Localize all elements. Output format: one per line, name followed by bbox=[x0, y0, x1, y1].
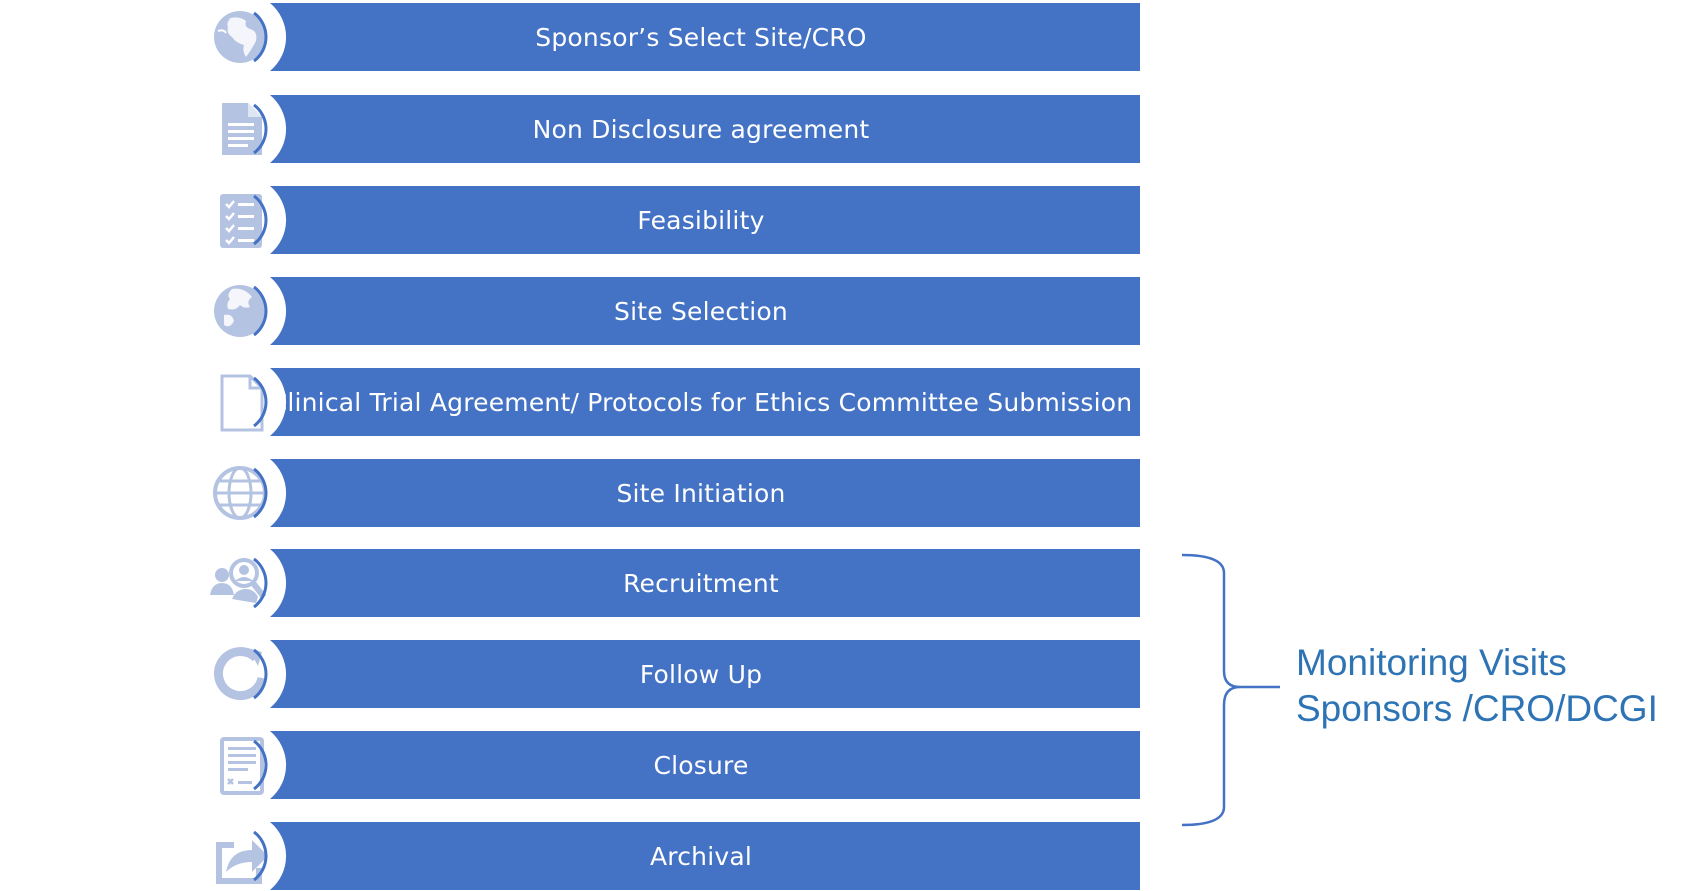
page-icon bbox=[210, 370, 274, 434]
step-row: Site Selection bbox=[210, 277, 1140, 345]
step-label: Recruitment bbox=[623, 568, 779, 598]
monitoring-label: Monitoring Visits Sponsors /CRO/DCGI bbox=[1296, 640, 1658, 732]
step-row: Recruitment bbox=[210, 549, 1140, 617]
step-bar bbox=[262, 277, 1140, 345]
step-bar bbox=[262, 368, 1140, 436]
share-arrow-icon bbox=[210, 824, 274, 888]
globe-grid-icon bbox=[210, 461, 274, 525]
step-bar bbox=[262, 186, 1140, 254]
step-bar bbox=[262, 731, 1140, 799]
step-label: Site Selection bbox=[614, 296, 788, 326]
step-row: Follow Up bbox=[210, 640, 1140, 708]
step-label: Sponsor’s Select Site/CRO bbox=[535, 22, 867, 52]
step-label: Site Initiation bbox=[616, 478, 786, 508]
step-label: Closure bbox=[653, 750, 749, 780]
checklist-icon bbox=[210, 188, 274, 252]
curly-brace bbox=[1181, 553, 1280, 827]
step-bar bbox=[262, 3, 1140, 71]
form-icon bbox=[210, 733, 274, 797]
step-row: Archival bbox=[210, 822, 1140, 890]
document-icon bbox=[210, 97, 274, 161]
globe-asia-icon bbox=[210, 279, 274, 343]
step-label: Non Disclosure agreement bbox=[532, 114, 870, 144]
refresh-icon bbox=[210, 642, 274, 706]
step-row: Feasibility bbox=[210, 186, 1140, 254]
step-row: Closure bbox=[210, 731, 1140, 799]
step-bar bbox=[262, 459, 1140, 527]
people-search-icon bbox=[210, 551, 274, 615]
step-bar bbox=[262, 95, 1140, 163]
globe-africa-icon bbox=[210, 5, 274, 69]
monitoring-line-1: Monitoring Visits bbox=[1296, 642, 1567, 683]
step-label: Follow Up bbox=[639, 659, 763, 689]
step-row: Site Initiation bbox=[210, 459, 1140, 527]
step-label: Feasibility bbox=[637, 205, 765, 235]
step-bar bbox=[262, 549, 1140, 617]
monitoring-line-2: Sponsors /CRO/DCGI bbox=[1296, 688, 1658, 729]
step-row: Sponsor’s Select Site/CRO bbox=[210, 3, 1140, 71]
step-label: Archival bbox=[649, 841, 753, 871]
step-bar bbox=[262, 640, 1140, 708]
step-row: Clinical Trial Agreement/ Protocols for … bbox=[210, 368, 1140, 436]
step-bar bbox=[262, 822, 1140, 890]
step-label: Clinical Trial Agreement/ Protocols for … bbox=[269, 387, 1133, 417]
step-row: Non Disclosure agreement bbox=[210, 95, 1140, 163]
